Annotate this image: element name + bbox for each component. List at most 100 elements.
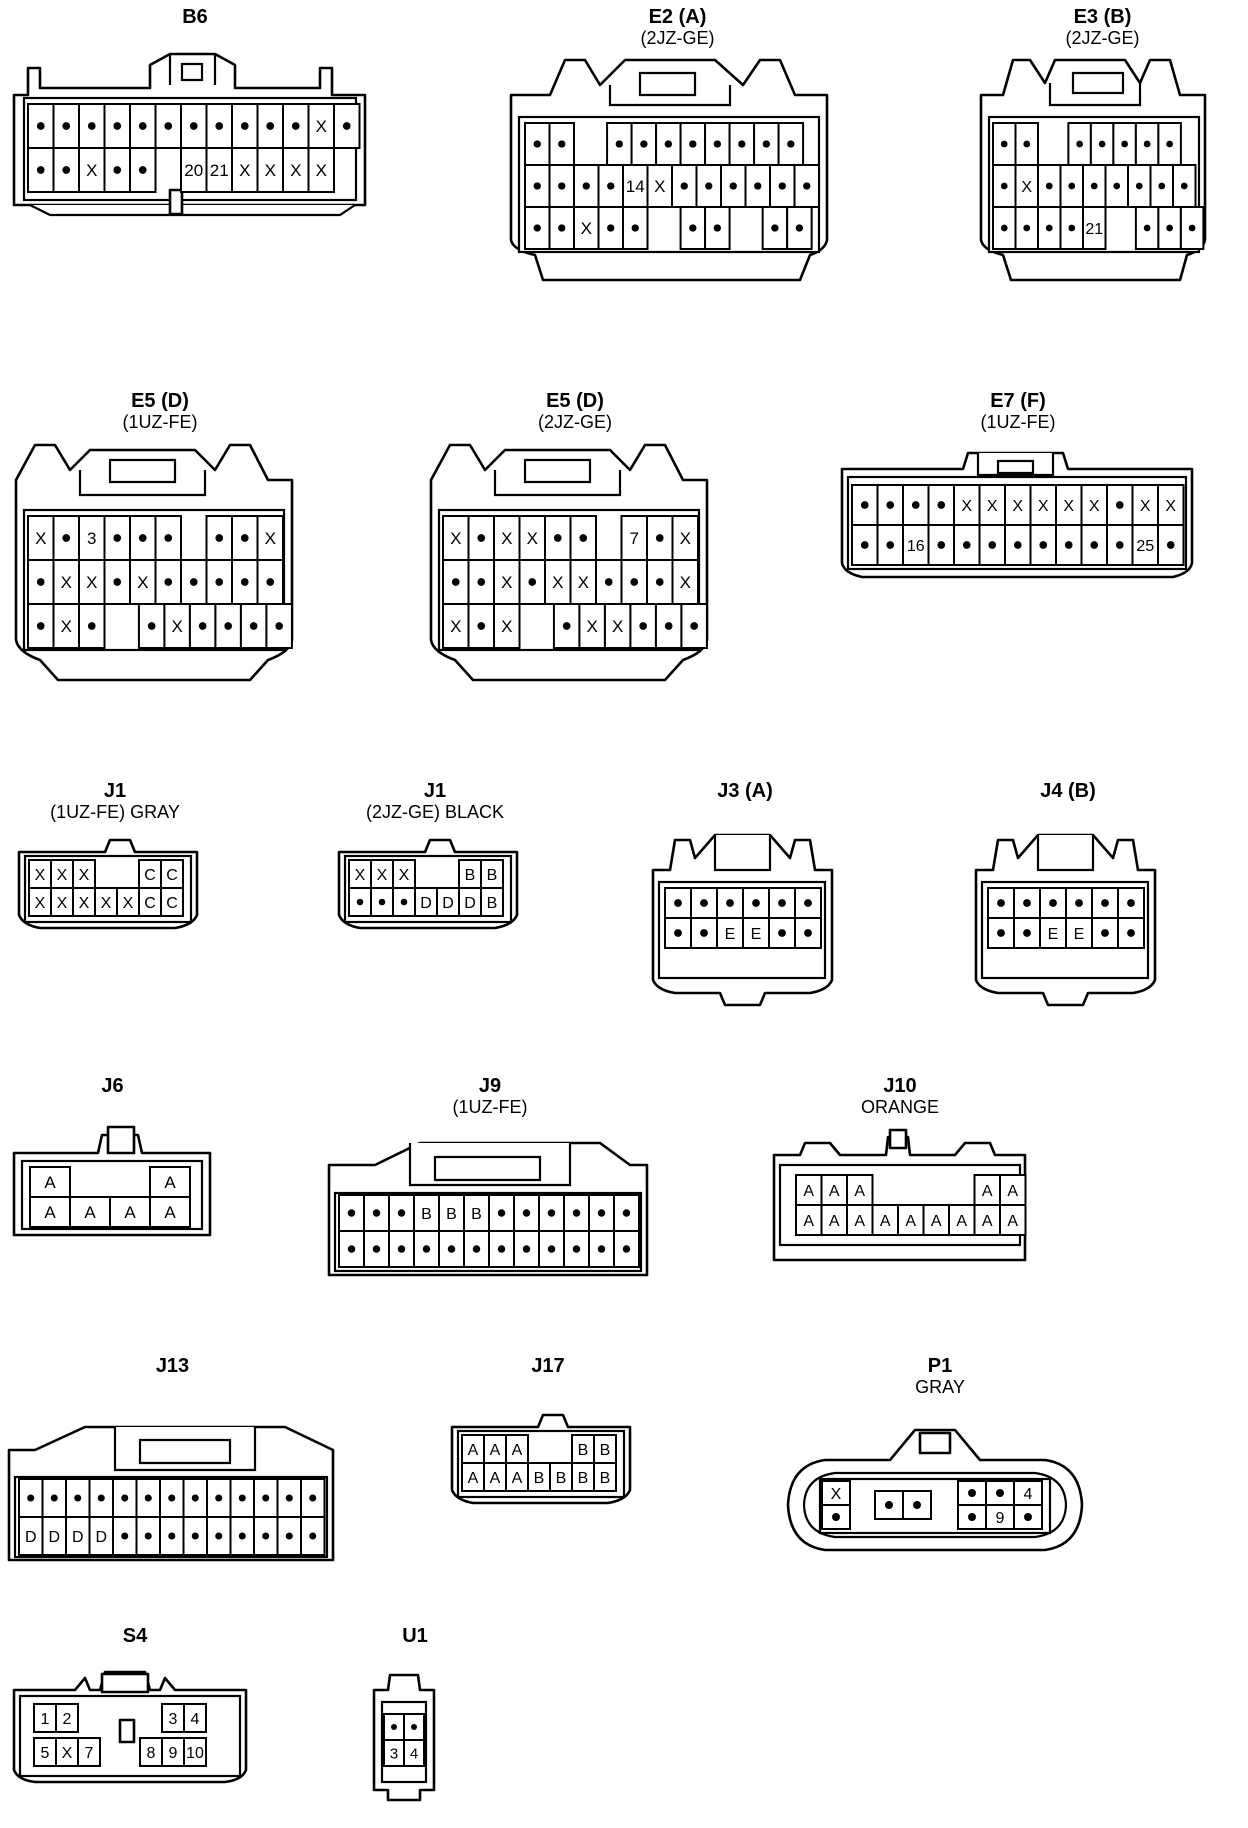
pin-cavity xyxy=(467,603,495,649)
pin-dot xyxy=(1121,140,1128,148)
pin-label: 7 xyxy=(85,1745,94,1762)
pin-label: B xyxy=(487,895,498,912)
pin-label: E xyxy=(1074,926,1085,943)
pin-label: 4 xyxy=(191,1711,200,1728)
pin-dot xyxy=(572,1245,581,1253)
pin-dot xyxy=(1180,182,1188,190)
pin-dot xyxy=(1127,929,1135,937)
pin-label: 5 xyxy=(41,1745,50,1762)
pin-dot xyxy=(189,122,198,130)
pin-label: 20 xyxy=(184,161,203,180)
connector-subtitle: GRAY xyxy=(915,1377,965,1397)
pin-label: A xyxy=(982,1183,993,1200)
pin-cavity xyxy=(987,917,1015,949)
pin-label: X xyxy=(501,529,512,548)
pin-label: 16 xyxy=(907,538,925,555)
pin-dot xyxy=(347,1245,356,1253)
pin-dot xyxy=(997,899,1005,907)
pin-dot xyxy=(198,622,207,630)
pin-dot xyxy=(1115,541,1124,549)
pin-dot xyxy=(803,182,811,190)
pin-cavity xyxy=(77,1737,101,1767)
pin-dot xyxy=(168,1494,176,1502)
pin-label: X xyxy=(377,867,388,884)
connector-subtitle: (2JZ-GE) xyxy=(538,412,612,432)
pin-label: 4 xyxy=(1024,1486,1033,1503)
pin-dot xyxy=(87,622,96,630)
pin-label: X xyxy=(35,867,46,884)
pin-dot xyxy=(238,1532,246,1540)
pin-label: X xyxy=(265,161,276,180)
pin-label: X xyxy=(450,617,461,636)
pin-dot xyxy=(191,1494,199,1502)
housing-outline xyxy=(113,1427,257,1472)
pin-dot xyxy=(411,1724,417,1730)
housing-outline xyxy=(1036,835,1095,872)
pin-dot xyxy=(113,578,122,586)
pin-label: X xyxy=(316,161,327,180)
pin-label: C xyxy=(166,867,178,884)
pin-dot xyxy=(372,1209,381,1217)
pin-cavity xyxy=(821,1480,851,1506)
pin-dot xyxy=(705,182,713,190)
pin-dot xyxy=(547,1245,556,1253)
pin-label: A xyxy=(490,1470,501,1487)
pin-cavity xyxy=(948,1204,976,1236)
pin-dot xyxy=(630,578,639,586)
pin-label: X xyxy=(578,573,589,592)
pin-dot xyxy=(713,140,721,148)
pin-label: 1 xyxy=(41,1711,50,1728)
pin-dot xyxy=(1068,224,1076,232)
pin-dot xyxy=(1127,899,1135,907)
pin-label: X xyxy=(501,573,512,592)
pin-label: 21 xyxy=(1085,221,1103,238)
pin-cavity xyxy=(78,147,106,193)
pin-label: X xyxy=(79,895,90,912)
pin-label: D xyxy=(95,1529,107,1546)
pin-dot xyxy=(572,1209,581,1217)
pin-dot xyxy=(1064,541,1073,549)
pin-dot xyxy=(74,1494,82,1502)
pin-cavity xyxy=(999,1174,1027,1206)
pin-label: B xyxy=(556,1470,567,1487)
connector-title: P1 xyxy=(927,1355,953,1377)
pin-label: A xyxy=(905,1213,916,1230)
pin-label: X xyxy=(961,498,972,515)
pin-label: B xyxy=(446,1206,457,1223)
pin-label: X xyxy=(355,867,366,884)
connector-title: E5 (D) xyxy=(131,390,189,412)
pin-dot xyxy=(240,122,249,130)
pin-dot xyxy=(1115,501,1124,509)
pin-label: X xyxy=(399,867,410,884)
pin-dot xyxy=(1166,140,1173,148)
pin-label: 7 xyxy=(630,529,639,548)
pin-cavity xyxy=(820,1204,848,1236)
pin-dot xyxy=(729,182,737,190)
pin-label: X xyxy=(680,529,691,548)
pin-cavity xyxy=(129,147,157,193)
pin-cavity xyxy=(55,1703,79,1733)
pin-dot xyxy=(144,1494,152,1502)
housing-outline xyxy=(78,458,207,497)
pin-dot xyxy=(713,224,721,232)
pin-cavity xyxy=(513,1230,540,1268)
connector-title: J1 xyxy=(103,780,127,802)
pin-cavity xyxy=(493,603,521,649)
pin-label: A xyxy=(44,1203,56,1222)
pin-dot xyxy=(224,622,232,630)
pin-dot xyxy=(1098,140,1106,148)
pin-label: X xyxy=(1089,498,1100,515)
pin-dot xyxy=(622,1209,631,1217)
pin-dot xyxy=(1013,541,1022,549)
pin-label: 2 xyxy=(63,1711,72,1728)
connector-subtitle: (1UZ-FE) xyxy=(122,412,198,432)
pin-label: X xyxy=(79,867,90,884)
